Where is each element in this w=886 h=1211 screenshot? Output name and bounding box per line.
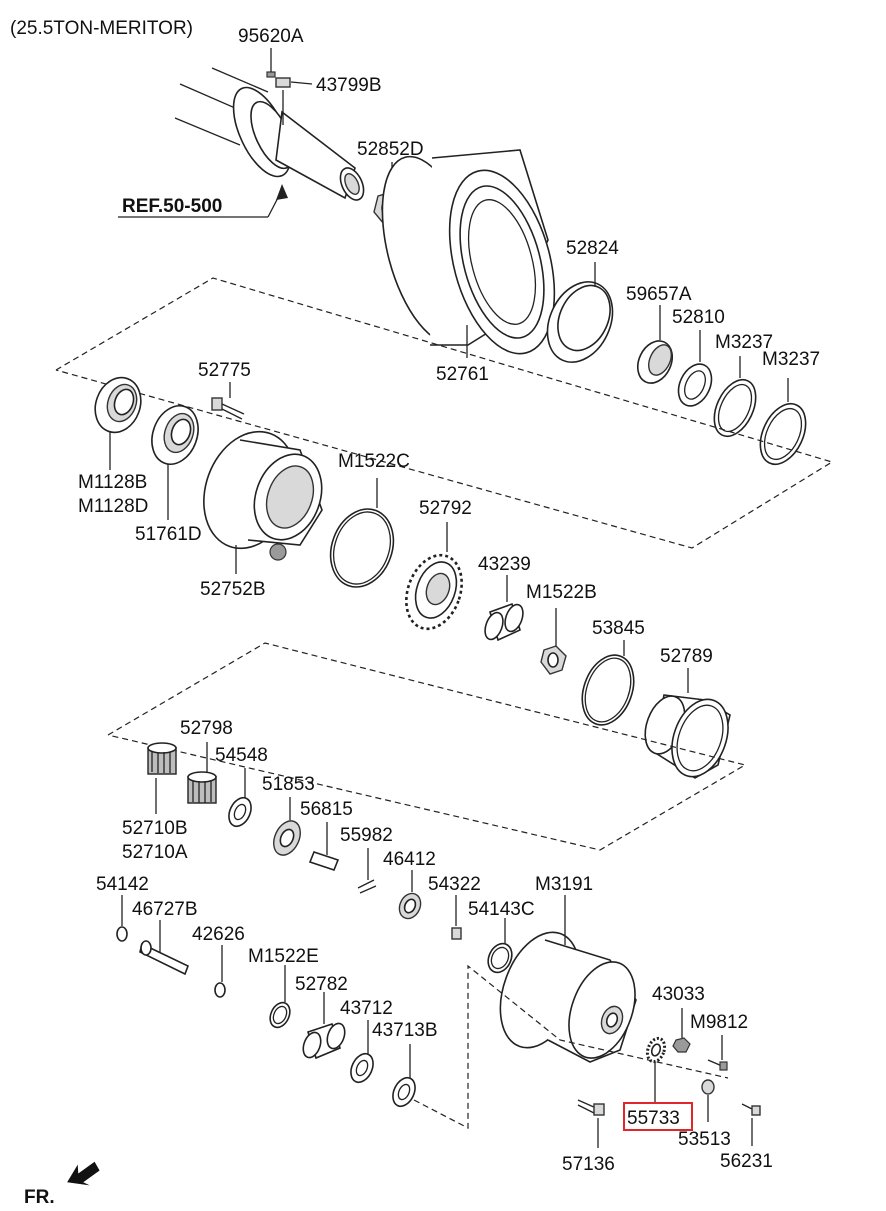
part-59657A-drawing [636, 340, 674, 384]
label-52710A: 52710A [122, 842, 188, 863]
label-56231: 56231 [720, 1151, 773, 1172]
part-M9812-drawing [707, 1059, 728, 1071]
part-43799B-drawing [275, 77, 291, 88]
part-46727B-drawing [139, 940, 190, 976]
label-52852D: 52852D [357, 139, 424, 160]
label-54548: 54548 [215, 745, 268, 766]
label-52710B: 52710B [122, 818, 188, 839]
part-M3237-a-drawing [713, 378, 757, 438]
label-59657A: 59657A [626, 284, 692, 305]
label-52775: 52775 [198, 360, 251, 381]
label-M9812: M9812 [690, 1012, 748, 1033]
part-55982-drawing [357, 879, 377, 894]
label-53845: 53845 [592, 618, 645, 639]
gear-group-dashed-boundary [107, 642, 747, 851]
part-M1522C-drawing [329, 508, 395, 588]
label-52810: 52810 [672, 307, 725, 328]
label-M1522B: M1522B [526, 582, 597, 603]
label-M1522E: M1522E [248, 946, 319, 967]
part-53845-drawing [581, 654, 635, 726]
part-54143C-drawing [487, 942, 513, 974]
label-54322: 54322 [428, 874, 481, 895]
label-55982: 55982 [340, 825, 393, 846]
part-56231-drawing [741, 1103, 761, 1116]
part-43033-drawing [672, 1037, 691, 1053]
part-55733-drawing [645, 1036, 667, 1064]
part-M1522B-drawing [540, 645, 567, 675]
reference-arrow-icon [276, 184, 288, 200]
label-43713B: 43713B [372, 1020, 438, 1041]
part-52824-drawing [546, 281, 614, 363]
label-M3237-a: M3237 [715, 332, 773, 353]
label-43712: 43712 [340, 998, 393, 1019]
reference-label: REF.50-500 [122, 196, 222, 217]
part-56815-drawing [308, 851, 340, 871]
part-52798-drawing [187, 771, 217, 804]
part-53513-drawing [701, 1079, 715, 1095]
part-95620A-drawing [266, 71, 276, 78]
label-52761: 52761 [436, 364, 489, 385]
differential-group-dashed-boundary [413, 964, 729, 1129]
label-43239: 43239 [478, 554, 531, 575]
label-43033: 43033 [652, 984, 705, 1005]
label-56815: 56815 [300, 799, 353, 820]
part-46412-drawing [398, 892, 422, 920]
highlight-box-55733 [623, 1102, 693, 1131]
part-42626-drawing [214, 982, 226, 998]
part-57136-drawing [577, 1099, 605, 1116]
label-95620A: 95620A [238, 26, 304, 47]
part-M1522E-drawing [269, 1001, 291, 1029]
label-53513: 53513 [678, 1129, 731, 1150]
label-52824: 52824 [566, 238, 619, 259]
part-54548-drawing [228, 796, 252, 828]
label-52792: 52792 [419, 498, 472, 519]
label-57136: 57136 [562, 1154, 615, 1175]
part-52792-drawing [405, 553, 463, 631]
part-43713B-drawing [392, 1076, 416, 1108]
part-52761-drawing [381, 149, 556, 355]
part-43712-drawing [350, 1052, 374, 1084]
diagram-title: (25.5TON-MERITOR) [10, 18, 193, 39]
label-54142: 54142 [96, 874, 149, 895]
label-42626: 42626 [192, 924, 245, 945]
part-52710B-drawing [147, 742, 177, 775]
label-M1522C: M1522C [338, 451, 410, 472]
label-54143C: 54143C [468, 899, 535, 920]
label-52752B: 52752B [200, 579, 266, 600]
label-M1128D: M1128D [78, 496, 148, 517]
label-52789: 52789 [660, 646, 713, 667]
hub-group-dashed-boundary [55, 277, 834, 549]
label-52798: 52798 [180, 718, 233, 739]
label-43799B: 43799B [316, 75, 382, 96]
part-54142-drawing [116, 926, 128, 942]
label-52782: 52782 [295, 974, 348, 995]
axle-spindle-drawing [174, 67, 365, 201]
part-M1128B-drawing [94, 376, 142, 434]
front-direction-label: FR. [24, 1187, 55, 1208]
part-M3237-b-drawing [759, 402, 807, 466]
part-M3191-drawing [499, 931, 637, 1063]
label-55733[interactable]: 55733 [627, 1108, 680, 1129]
part-52810-drawing [677, 363, 713, 407]
label-51853: 51853 [262, 774, 315, 795]
label-51761D: 51761D [135, 524, 202, 545]
part-52752B-drawing [203, 430, 323, 561]
part-52782-drawing [302, 1022, 346, 1060]
part-51853-drawing [273, 820, 301, 856]
label-M3191: M3191 [535, 874, 593, 895]
label-M3237-b: M3237 [762, 349, 820, 370]
part-54322-drawing [451, 927, 462, 940]
part-52789-drawing [644, 694, 731, 779]
part-51761D-drawing [151, 405, 199, 465]
label-46727B: 46727B [132, 899, 198, 920]
label-M1128B: M1128B [78, 472, 147, 493]
front-direction-arrow-icon [67, 1161, 100, 1186]
part-43239-drawing [484, 602, 524, 642]
part-52775-drawing [211, 397, 245, 420]
label-46412: 46412 [383, 849, 436, 870]
